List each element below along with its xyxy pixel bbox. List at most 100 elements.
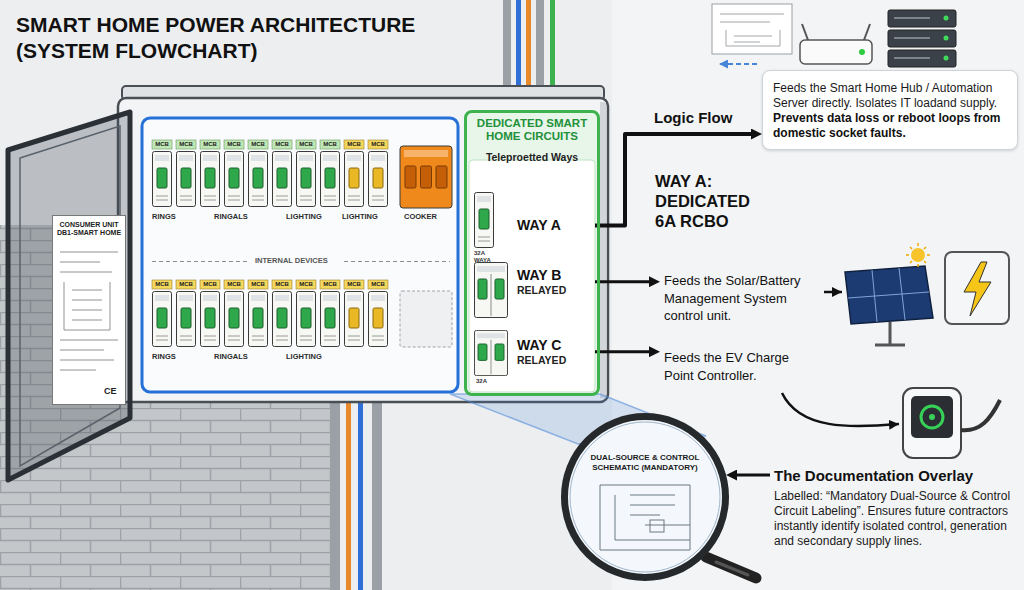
circuit-group-label: RINGALS xyxy=(214,213,248,222)
wall-schematic-sheet xyxy=(720,14,784,46)
internal-devices-region xyxy=(345,292,364,347)
diagram-title: SMART HOME POWER ARCHITECTURE (SYSTEM FL… xyxy=(16,12,496,65)
dedicated-circuit-region xyxy=(464,110,600,396)
internal-devices-region xyxy=(296,140,316,149)
breaker-tag-text: MCB xyxy=(200,141,220,148)
label-holder: RINGS xyxy=(152,213,176,222)
internal-devices-region xyxy=(177,152,196,207)
circuit-group-label: RINGS xyxy=(152,213,176,222)
internal-devices-region xyxy=(321,152,340,207)
label-holder: MCB xyxy=(152,281,172,288)
magnifier-ring xyxy=(570,422,720,572)
internal-devices-region xyxy=(273,152,292,207)
cable-conduits xyxy=(550,0,555,88)
internal-devices-region xyxy=(345,152,364,207)
internal-devices-region xyxy=(153,292,172,347)
label-holder: LIGHTING xyxy=(286,353,322,362)
flow-note: Feeds the Solar/Battery Management Syste… xyxy=(664,272,816,325)
cable-conduits xyxy=(516,0,521,88)
circuit-group-label: LIGHTING xyxy=(342,213,378,222)
internal-devices-region xyxy=(225,292,244,347)
magnifier-ring xyxy=(565,417,726,578)
breaker-tag-text: MCB xyxy=(152,141,172,148)
internal-devices-region xyxy=(344,280,364,289)
label-holder: MCB xyxy=(176,141,196,148)
ev-charger-icon xyxy=(911,396,953,438)
solar-feed-note: Feeds the Solar/Battery Management Syste… xyxy=(660,268,820,329)
label-holder: MCB xyxy=(224,281,244,288)
dedicated-circuit-region xyxy=(469,160,595,392)
magnifier-lens: DUAL-SOURCE & CONTROL SCHEMATIC (MANDATO… xyxy=(561,413,729,581)
breaker-tag-text: MCB xyxy=(320,281,340,288)
internal-devices-region xyxy=(177,292,196,347)
cable-conduits xyxy=(536,0,544,88)
breaker-tag-text: MCB xyxy=(272,141,292,148)
internal-devices-region xyxy=(320,280,340,289)
hub-callout-box: Feeds the Smart Home Hub / Automation Se… xyxy=(762,70,1018,150)
label-holder: MCB xyxy=(368,281,388,288)
internal-devices-region xyxy=(297,292,316,347)
breaker-tag-text: MCB xyxy=(152,281,172,288)
hub-server-icons xyxy=(859,49,865,55)
internal-devices-region xyxy=(248,280,268,289)
internal-devices-region xyxy=(249,152,268,207)
label-holder: MCB xyxy=(176,281,196,288)
breaker-tag-text: MCB xyxy=(344,141,364,148)
way-mode: RELAYED xyxy=(517,354,591,367)
internal-devices-region xyxy=(225,152,244,207)
internal-devices-region xyxy=(405,166,416,188)
way-breaker: WAY CRELAYED xyxy=(513,333,595,370)
label-holder: 32A xyxy=(476,378,487,385)
breaker-tag-text: MCB xyxy=(272,281,292,288)
magnifier-glass xyxy=(706,557,756,578)
label-holder: MCB xyxy=(200,281,220,288)
wall-schematic-sheet xyxy=(712,4,792,64)
open-door xyxy=(8,112,130,480)
flow-connector xyxy=(735,474,770,477)
label-holder: MCB xyxy=(320,141,340,148)
label-holder: CE xyxy=(104,386,117,396)
breaker-tag-text: MCB xyxy=(296,141,316,148)
internal-devices-region xyxy=(152,280,172,289)
panel-subheading: Teleproetted Ways xyxy=(471,151,593,164)
cable-conduits xyxy=(330,400,340,590)
way-name: WAY C xyxy=(517,337,591,354)
cable-conduits xyxy=(503,0,511,88)
flow-annotation: WAY A: DEDICATED 6A RCBO xyxy=(655,172,773,231)
label-holder: MCB xyxy=(224,141,244,148)
way-breaker: WAY A xyxy=(513,213,595,238)
solar-battery-icon xyxy=(824,243,1009,345)
open-door xyxy=(52,215,126,405)
section-divider-label: INTERNAL DEVICES xyxy=(255,257,328,266)
label-holder: 32A xyxy=(474,250,485,257)
internal-devices-region xyxy=(320,140,340,149)
flow-note: Feeds the EV Charge Point Controller. xyxy=(664,349,806,384)
solar-battery-icon xyxy=(845,266,933,324)
solar-battery-icon xyxy=(964,262,991,316)
breaker-tag-text: MCB xyxy=(224,141,244,148)
internal-devices-region xyxy=(400,146,452,208)
way-name: WAY A xyxy=(517,217,591,234)
note-heading: The Documentation Overlay xyxy=(774,466,1016,486)
internal-devices-region xyxy=(248,140,268,149)
label-holder: MCB xyxy=(344,281,364,288)
internal-devices-region xyxy=(369,292,388,347)
label-holder: LIGHTING xyxy=(286,213,322,222)
breaker-tag-text: MCB xyxy=(176,281,196,288)
breaker-tag-text: MCB xyxy=(296,281,316,288)
magnifier-glass xyxy=(600,485,690,550)
internal-devices-region xyxy=(224,280,244,289)
hub-server-icons xyxy=(894,18,930,58)
hub-server-icons xyxy=(944,56,949,61)
label-holder: RINGALS xyxy=(214,213,248,222)
wall-schematic-sheet xyxy=(712,4,792,54)
dedicated-circuit-region xyxy=(475,193,494,248)
circuit-group-label: COOKER xyxy=(404,213,437,222)
dedicated-circuit-region xyxy=(475,263,508,318)
magnifier-ring xyxy=(561,413,729,581)
documentation-note: The Documentation OverlayLabelled: “Mand… xyxy=(770,462,1020,553)
label-holder: Logic Flow xyxy=(652,109,734,127)
internal-devices-region xyxy=(297,152,316,207)
